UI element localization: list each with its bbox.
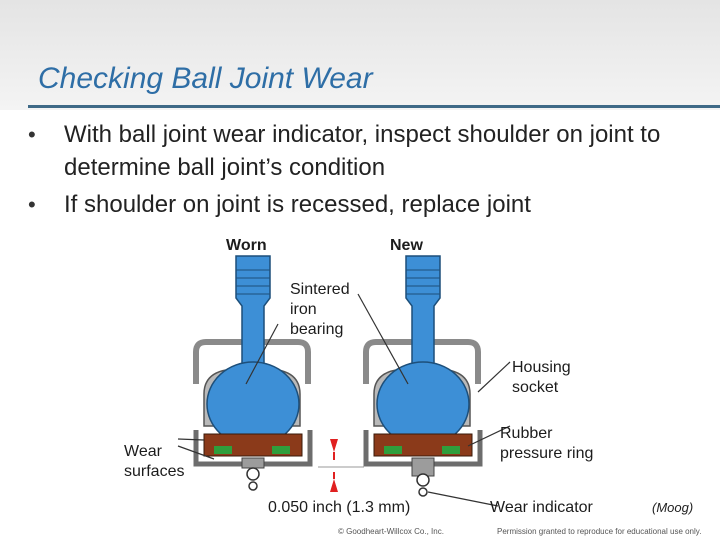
ball-joint-illustration xyxy=(118,234,606,516)
leader-lines xyxy=(177,293,511,507)
measurement-label: 0.050 inch (1.3 mm) xyxy=(268,499,411,516)
worn-joint xyxy=(193,255,313,491)
bullet-text: If shoulder on joint is recessed, replac… xyxy=(64,191,531,218)
bullet-text: With ball joint wear indicator, inspect … xyxy=(64,121,661,181)
bullet-item: • If shoulder on joint is recessed, repla… xyxy=(28,188,708,221)
bullet-item: • With ball joint wear indicator, inspect… xyxy=(28,118,708,184)
worn-label: Worn xyxy=(226,237,267,254)
new-joint xyxy=(363,255,483,497)
housing-socket-label: Housing socket xyxy=(512,359,571,396)
title-rule xyxy=(28,105,720,108)
footer-permission: Permission granted to reproduce for educ… xyxy=(497,527,702,536)
bullet-list: • With ball joint wear indicator, inspect… xyxy=(28,118,708,225)
bullet-icon: • xyxy=(28,122,36,147)
new-label: New xyxy=(390,237,423,254)
wear-indicator-label: Wear indicator xyxy=(490,499,593,516)
title-band xyxy=(0,0,720,110)
ball-joint-diagram: Worn New Sintered iron bearing Housing s… xyxy=(118,234,606,516)
image-credit: (Moog) xyxy=(652,500,694,515)
slide-title: Checking Ball Joint Wear xyxy=(38,62,373,95)
wear-surfaces-label: Wear surfaces xyxy=(124,443,185,480)
sintered-bearing-label: Sintered iron bearing xyxy=(290,281,350,338)
rubber-pressure-ring-label: Rubber pressure ring xyxy=(500,425,594,462)
footer-copyright: © Goodheart-Willcox Co., Inc. xyxy=(338,527,444,536)
bullet-icon: • xyxy=(28,192,36,217)
measurement-arrows xyxy=(318,439,364,492)
